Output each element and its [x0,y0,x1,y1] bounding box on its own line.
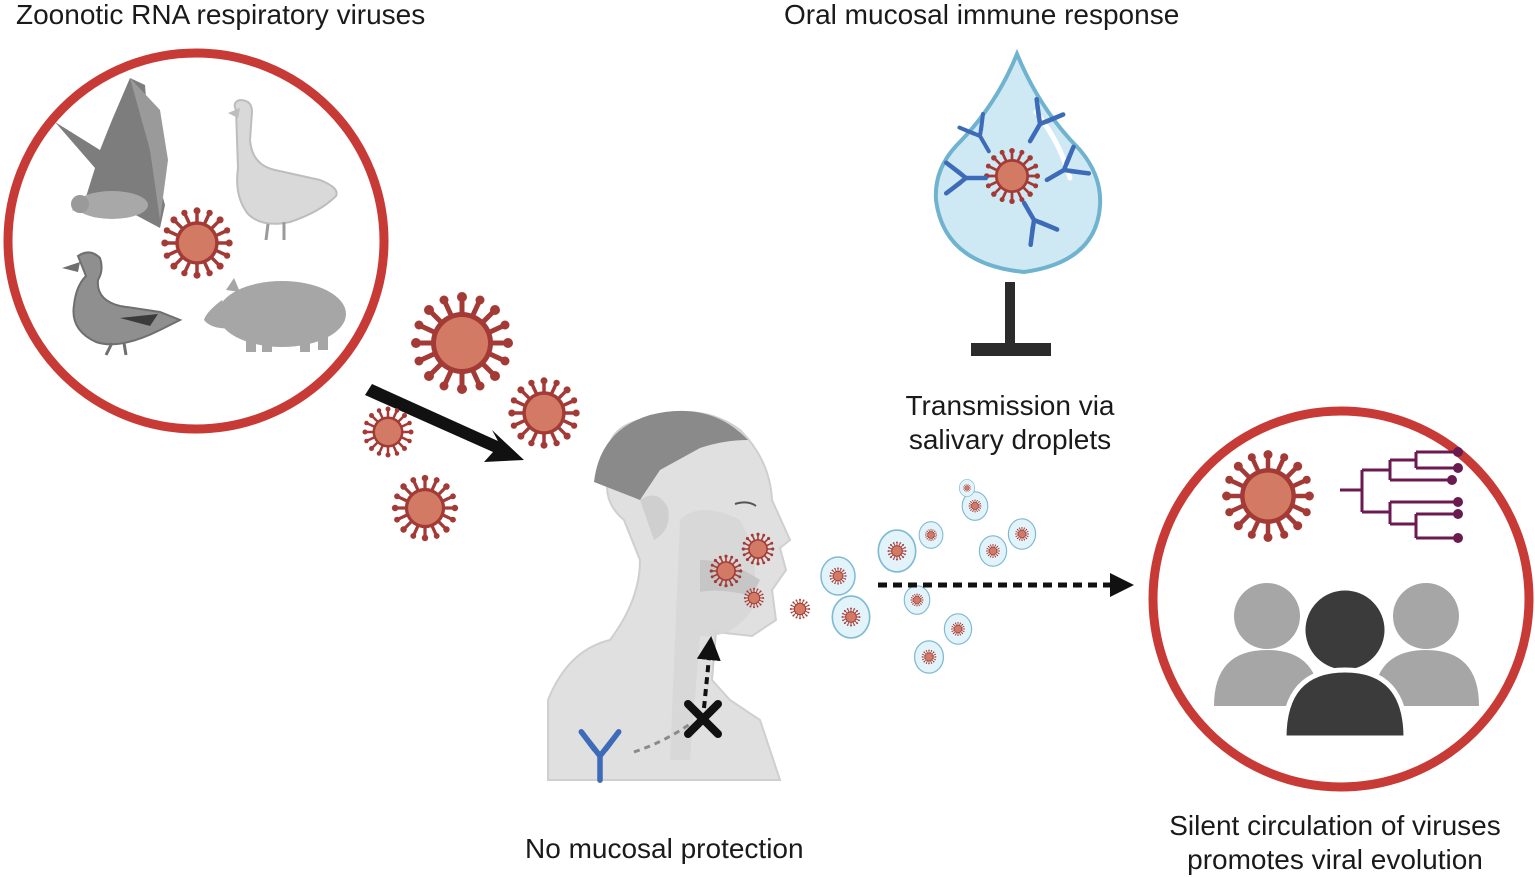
virus-icon [708,553,744,589]
transmission-label-line2: salivary droplets [908,424,1112,455]
saliva-droplet-icon [919,522,943,549]
goose-icon [228,98,338,241]
oral-immune-title: Oral mucosal immune response [784,0,1180,30]
circulation-label-line1: Silent circulation of viruses [1169,810,1501,841]
duck-icon [62,251,183,356]
saliva-droplet-icon [878,530,915,572]
x-mark-icon [684,700,722,738]
phylogenetic-tree-icon [1340,450,1458,540]
circulation-circle [1148,406,1534,792]
zoonotic-title: Zoonotic RNA respiratory viruses [16,0,426,30]
saliva-droplet-icon [1008,519,1035,549]
reservoir-virus-icon [159,205,235,281]
virus-icon [390,473,460,543]
blocked-transport-arrow [696,636,721,709]
no-protection-label: No mucosal protection [525,833,804,864]
saliva-droplet-icon [904,586,930,615]
spillover-arrow [365,384,524,462]
virus-icon [506,375,582,451]
people-group-icon [1214,583,1479,741]
circulation-label-line2: promotes viral evolution [1187,844,1483,875]
zoonotic-reservoir-circle [3,48,389,434]
bat-icon [55,78,168,228]
saliva-droplet-icon [821,557,855,595]
virus-icon [789,598,811,620]
saliva-droplet-icon [933,48,1103,275]
saliva-droplet-icon [944,614,971,644]
virus-icon [740,531,776,567]
virus-icon [1222,450,1314,542]
virus-icon [361,405,415,459]
tree-leaf-nodes [1447,447,1463,543]
saliva-droplet-icon [832,596,869,638]
saliva-droplet-icon [959,479,974,496]
pig-icon [204,278,346,352]
saliva-droplet-icon [915,641,944,673]
virus-icon [743,587,765,609]
virus-icon [411,292,513,394]
saliva-droplet-icon [979,536,1006,566]
transmission-label-line1: Transmission via [905,390,1115,421]
transmission-arrowhead [1110,573,1134,597]
blocked-antibody-path [633,722,691,754]
inhibition-icon [971,282,1051,356]
